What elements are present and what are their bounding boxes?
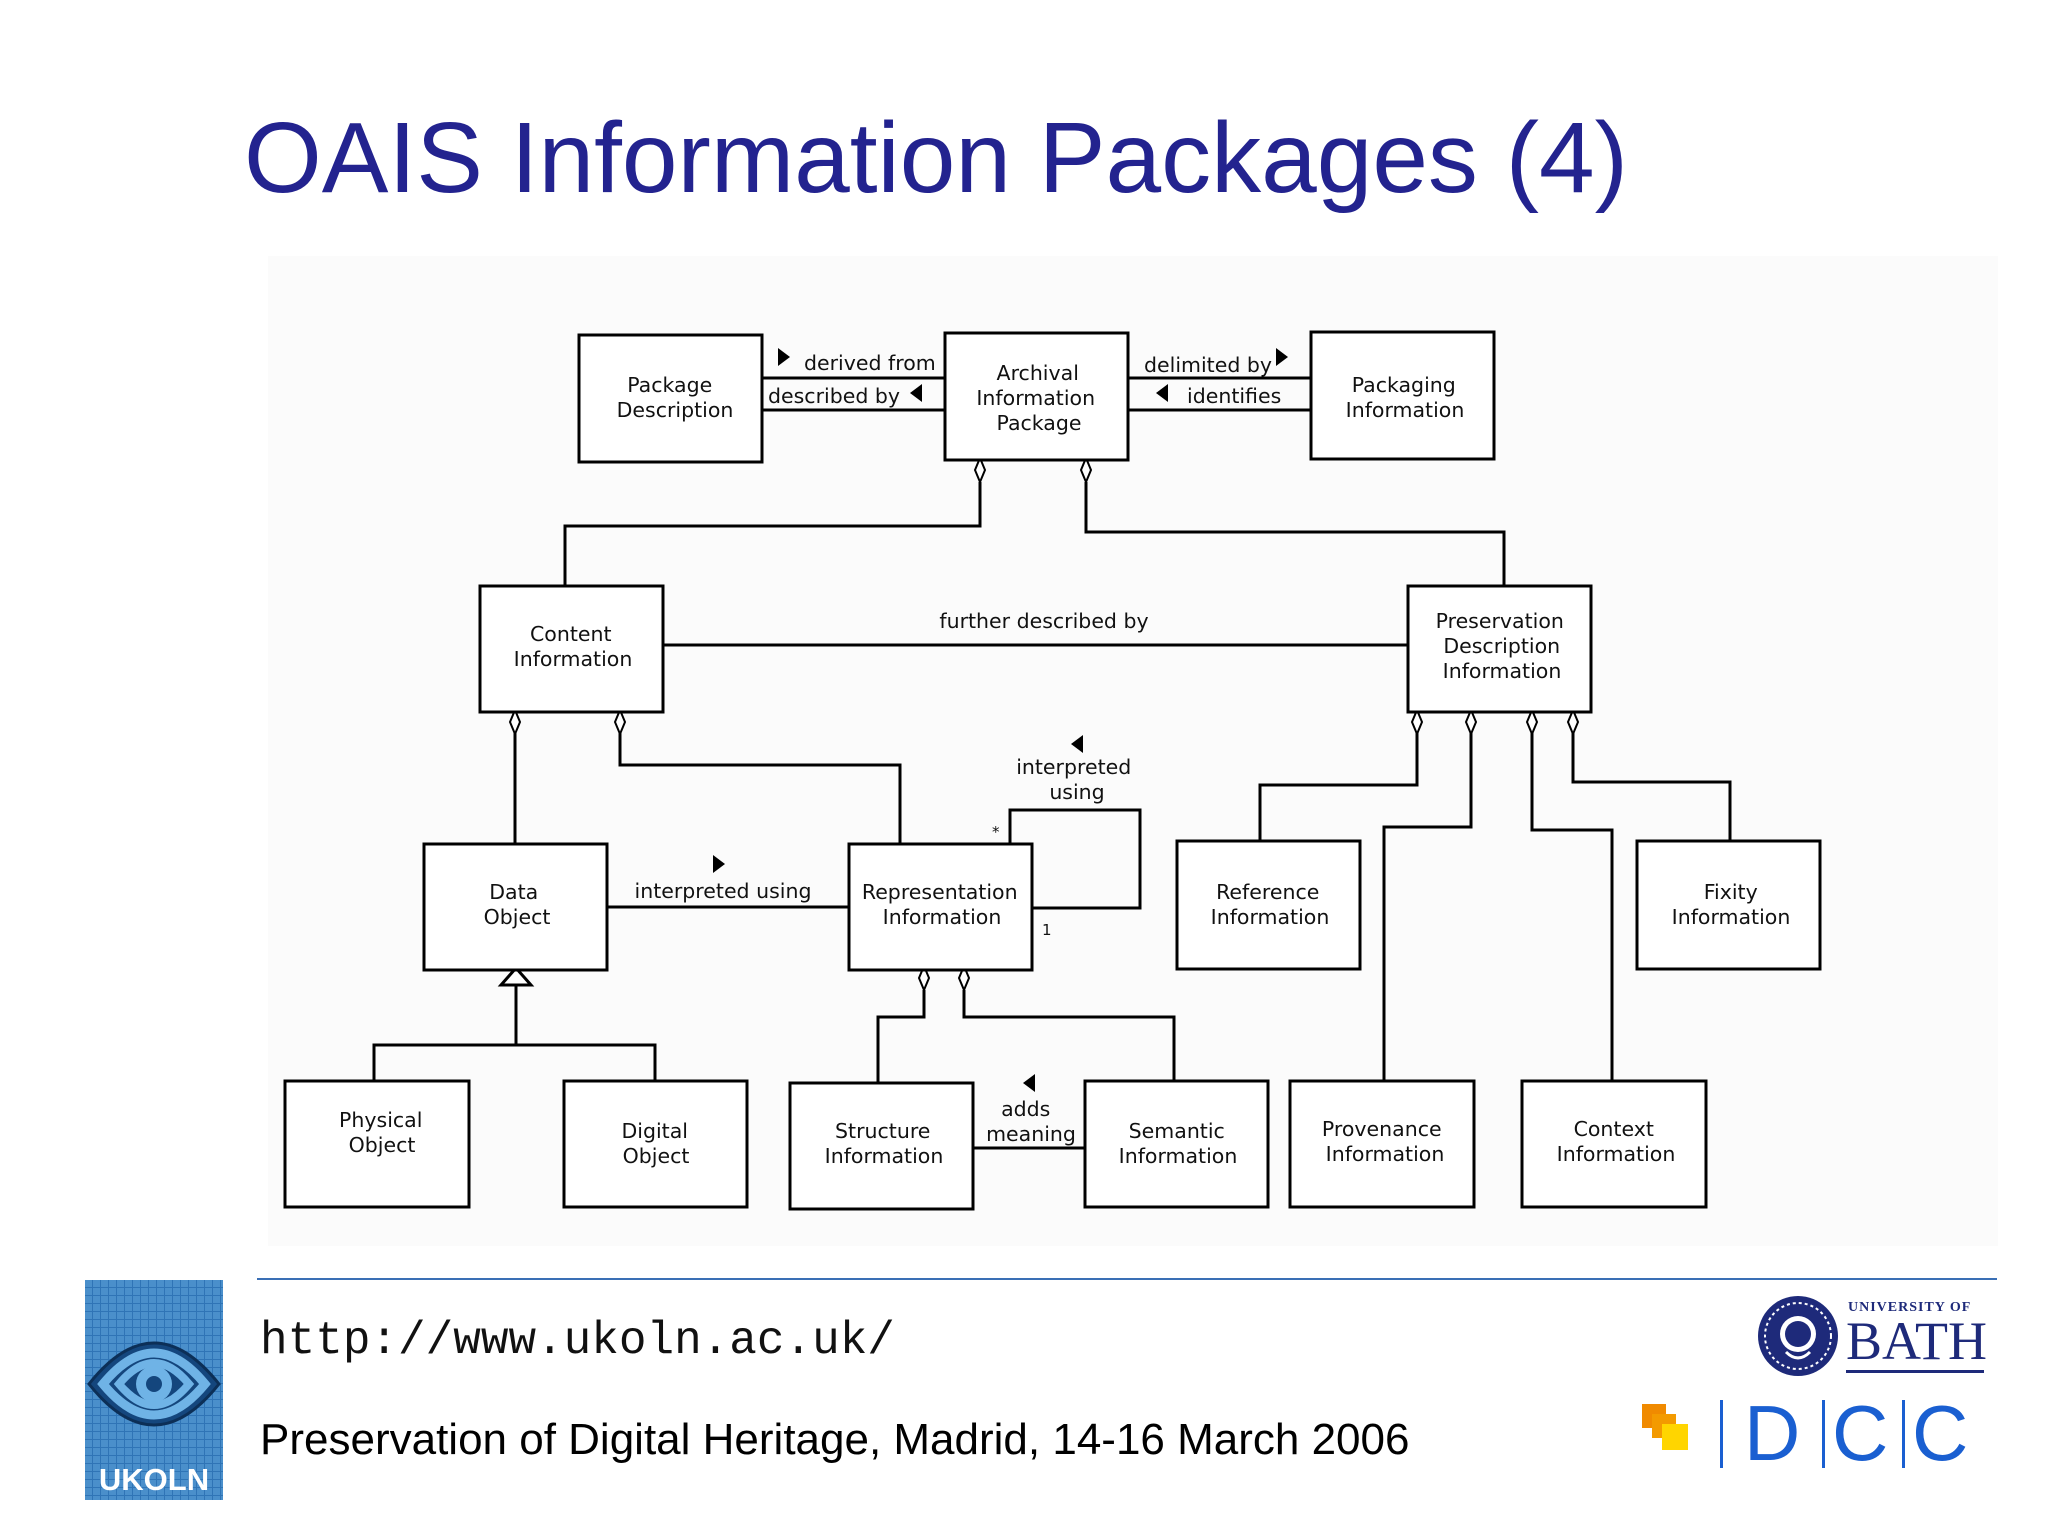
semantic-information-label: Semantic Information (1119, 1119, 1238, 1168)
digital-object-label: Digital Object (621, 1119, 694, 1168)
connector-pdi-reference (1258, 733, 1419, 843)
box-labels: Package Description Archival Information… (339, 361, 1790, 1168)
aip-box (943, 331, 1130, 462)
dcc-logo: D C C (1640, 1394, 1980, 1474)
arrow-left-icon (1023, 1074, 1035, 1092)
aggregation-diamond (973, 455, 987, 485)
edge-label-interpreted-using: interpreted using (635, 879, 812, 903)
representation-information-label: Representation Information (862, 880, 1024, 929)
data-object-label: Data Object (484, 880, 551, 929)
ukoln-logo: UKOLN (85, 1280, 223, 1500)
connector-generalization-branch (372, 1043, 657, 1083)
aip-label: Archival Information Package (976, 361, 1101, 435)
aggregation-diamond (1464, 707, 1478, 737)
generalization-triangle (497, 965, 535, 987)
arrow-right-icon (778, 348, 790, 366)
content-information-label: Content Information (514, 622, 633, 671)
aggregation-diamond (1410, 707, 1424, 737)
aggregation-diamond (508, 707, 522, 737)
edge-label-interpreted-using-self: interpreted using (1016, 755, 1138, 804)
pdi-label: Preservation Description Information (1436, 609, 1571, 683)
arrow-left-icon (1156, 384, 1168, 402)
pdi-box (1406, 584, 1593, 714)
ukoln-wordmark: UKOLN (98, 1462, 210, 1497)
structure-information-box (788, 1081, 975, 1211)
bath-seal-icon (1758, 1296, 1838, 1376)
dcc-divider (1902, 1400, 1905, 1468)
context-information-box (1520, 1079, 1708, 1209)
connector-aip-content (563, 482, 982, 585)
structure-information-label: Structure Information (825, 1119, 944, 1168)
aggregation-diamond (957, 963, 971, 993)
aggregation-diamond (917, 963, 931, 993)
physical-object-label: Physical Object (339, 1108, 429, 1157)
footer-url[interactable]: http://www.ukoln.ac.uk/ (260, 1315, 895, 1367)
arrow-right-icon (713, 855, 725, 873)
aggregation-diamond (1525, 707, 1539, 737)
bath-name: BATH (1846, 1311, 1988, 1371)
provenance-information-box (1288, 1079, 1476, 1209)
physical-object-box (283, 1079, 471, 1209)
reference-information-box (1175, 839, 1362, 971)
connector-pdi-fixity (1571, 733, 1732, 843)
class-boxes (283, 330, 1822, 1211)
aggregation-diamond (1566, 707, 1580, 737)
edge-label-further-described-by: further described by (939, 609, 1148, 633)
multiplicity-one: 1 (1042, 921, 1052, 939)
connector-content-repinfo (618, 733, 902, 843)
edge-label-adds-meaning: adds meaning (986, 1097, 1076, 1146)
dcc-divider (1720, 1400, 1723, 1468)
dcc-squares-icon (1642, 1404, 1688, 1450)
university-of-bath-logo: UNIVERSITY OF BATH (1754, 1292, 1988, 1382)
package-description-label: Package Description (617, 373, 734, 422)
arrow-left-icon (1071, 735, 1083, 753)
edge-label-described-by: described by (768, 384, 900, 408)
bath-underline (1846, 1370, 1984, 1373)
fixity-information-label: Fixity Information (1672, 880, 1791, 929)
edge-label-derived-from: derived from (804, 351, 936, 375)
edge-label-delimited-by: delimited by (1144, 353, 1272, 377)
edge-label-identifies: identifies (1187, 384, 1281, 408)
package-description-box (577, 333, 764, 464)
fixity-information-box (1635, 839, 1822, 971)
connector-pdi-context (1530, 733, 1614, 1080)
digital-object-box (562, 1079, 749, 1209)
edge-labels: derived from described by delimited by i… (635, 351, 1282, 1146)
aggregation-diamond (613, 707, 627, 737)
arrow-right-icon (1276, 348, 1288, 366)
footer-divider (257, 1278, 1997, 1280)
slide-title: OAIS Information Packages (4) (244, 102, 1628, 214)
packaging-information-box (1309, 330, 1496, 461)
connector-self-loop (1008, 808, 1142, 910)
aggregation-diamond (1079, 455, 1093, 485)
direction-arrows (713, 348, 1288, 1092)
reference-information-label: Reference Information (1211, 880, 1330, 929)
aggregation-diamonds (508, 455, 1580, 993)
connectors (372, 376, 1732, 1150)
connector-aip-pdi (1084, 482, 1506, 585)
bath-university-label: UNIVERSITY OF (1848, 1300, 1972, 1315)
dcc-letter-c: C (1832, 1389, 1889, 1477)
connector-repinfo-semantic (962, 990, 1176, 1083)
dcc-letter-c: C (1912, 1389, 1969, 1477)
context-information-label: Context Information (1557, 1117, 1676, 1166)
multiplicity-many: * (992, 823, 1000, 841)
data-object-box (422, 842, 609, 972)
content-information-box (478, 584, 665, 714)
ukoln-eye-icon (85, 1280, 223, 1500)
provenance-information-label: Provenance Information (1322, 1117, 1448, 1166)
dcc-letter-d: D (1744, 1389, 1801, 1477)
arrow-left-icon (910, 384, 922, 402)
semantic-information-box (1083, 1079, 1270, 1209)
representation-information-box (847, 842, 1034, 972)
connector-pdi-provenance (1382, 733, 1473, 1080)
packaging-information-label: Packaging Information (1346, 373, 1465, 422)
connector-repinfo-structure (876, 990, 926, 1083)
dcc-divider (1822, 1400, 1825, 1468)
footer-event: Preservation of Digital Heritage, Madrid… (260, 1415, 1410, 1464)
